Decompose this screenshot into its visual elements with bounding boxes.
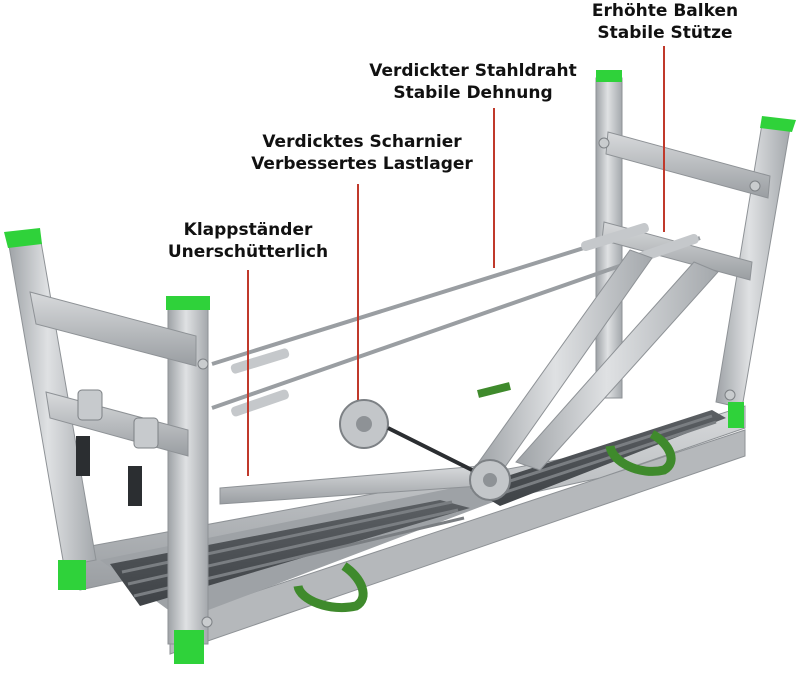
callout-steel-wire-title: Verdickter Stahldraht — [369, 61, 577, 81]
callout-folding-stand: Klappständer Unerschütterlich — [158, 219, 338, 263]
leg-cap-green — [166, 296, 210, 310]
leg-cap-green — [760, 116, 796, 132]
callout-folding-stand-title: Klappständer — [183, 220, 313, 240]
callout-raised-beam-title: Erhöhte Balken — [591, 1, 739, 21]
leg-cap-green — [596, 70, 622, 82]
callout-raised-beam: Erhöhte Balken Stabile Stütze — [580, 0, 750, 44]
left-leg-frame — [7, 235, 213, 645]
right-leg-frame — [595, 77, 791, 409]
callout-raised-beam-subtitle: Stabile Stütze — [597, 23, 733, 43]
callout-folding-stand-subtitle: Unerschütterlich — [167, 242, 329, 262]
leg-cap-green — [4, 228, 42, 248]
callout-hinge: Verdicktes Scharnier Verbessertes Lastla… — [244, 131, 480, 175]
carry-straps — [293, 382, 676, 613]
callout-lines — [247, 46, 665, 476]
callout-hinge-title: Verdicktes Scharnier — [262, 132, 462, 152]
foot-cap-green — [58, 560, 86, 590]
callout-hinge-subtitle: Verbessertes Lastlager — [251, 154, 473, 174]
folding-stand-arms — [219, 249, 719, 505]
foot-cap-green — [174, 630, 204, 664]
callout-steel-wire-subtitle: Stabile Dehnung — [393, 83, 553, 103]
callout-steel-wire: Verdickter Stahldraht Stabile Dehnung — [366, 60, 580, 104]
reinforced-hinge — [339, 399, 511, 501]
hinge-brackets — [76, 389, 159, 506]
foot-cap-green — [728, 402, 744, 428]
